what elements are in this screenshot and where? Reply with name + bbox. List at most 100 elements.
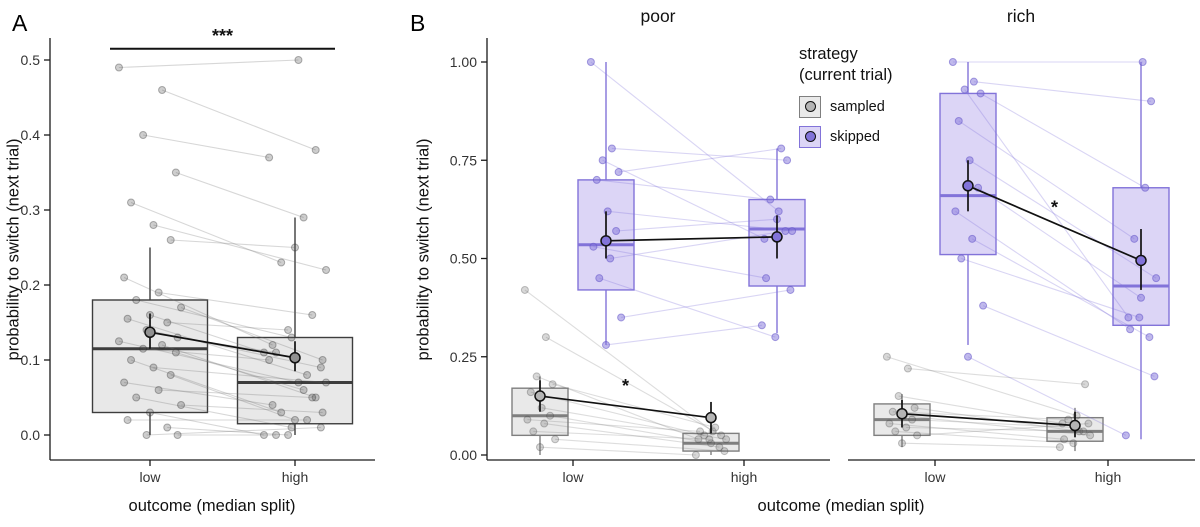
mean-point-skipped [962,180,974,192]
mean-point-all [144,326,156,338]
subject-point [520,285,529,294]
subject-point [259,431,268,439]
subject-line [605,324,762,346]
subject-line [552,383,716,429]
legend-key-skipped-icon [799,125,821,148]
subject-point [1137,293,1145,302]
subject-line [906,426,1084,432]
subject-point [903,364,912,373]
mean-point-sampled [534,390,546,402]
subject-point [617,313,626,322]
legend-item-skipped: skipped [799,125,893,148]
y-tick-label: 0.5 [21,52,41,68]
y-tick-label: 0.1 [21,352,41,368]
subject-point [1135,313,1144,322]
subject-line [127,318,308,376]
subject-point [1086,431,1095,440]
subject-line [180,306,323,361]
subject-point [969,77,978,86]
subject-line [170,374,296,421]
subject-line [143,134,270,159]
subject-point [287,423,296,432]
subject-point [691,451,700,459]
subject-line [153,224,327,271]
subject-point [123,314,132,323]
subject-point [1141,183,1150,192]
subject-line [158,291,313,316]
subject-point [284,326,293,334]
subject-point [299,386,308,394]
subject-point [154,288,163,297]
mean-point-skipped [1135,254,1147,267]
subject-point [265,356,274,364]
subject-line [536,375,699,440]
subject-line [977,187,1142,299]
subject-point [951,207,960,216]
subject-point [171,168,180,177]
subject-point [123,416,132,424]
subject-point [1064,415,1073,424]
subject-line [982,305,1155,377]
subject-point [960,85,969,94]
subject-point [114,63,123,72]
subject-point [277,258,286,267]
x-tick-label: low [562,469,584,485]
subject-line [621,289,791,318]
legend: strategy (current trial) sampled skipped [793,42,899,158]
subject-point [536,443,544,452]
subject-point [551,435,560,444]
subject-line [170,239,296,249]
subject-point [546,411,555,420]
subject-point [757,321,766,330]
subject-point [268,401,277,409]
mean-point-all [289,352,301,364]
subject-point [595,274,604,283]
subject-line [961,257,1140,318]
subject-line [917,423,1089,436]
subject-line [555,438,725,452]
subject-point [774,207,783,216]
subject-point [139,344,148,353]
mean-connector [539,395,712,419]
subject-point [1124,313,1133,322]
subject-point [265,153,274,162]
subject-line [964,89,1129,318]
subject-line [124,381,273,406]
subject-point [1055,443,1064,452]
subject-point [287,333,296,342]
subject-point [322,266,331,274]
subject-point [1079,427,1088,436]
subject-point [602,340,610,349]
subject-point [722,435,731,444]
subject-line [596,179,771,201]
subject-point [316,363,325,372]
subject-point [1152,274,1161,283]
subject-point [908,415,917,424]
y-axis-title-b: probability to switch (next trial) [414,138,433,361]
subject-point [303,371,312,379]
subject-line [616,218,778,232]
subject-point [541,333,550,342]
subject-point [614,168,623,177]
legend-label-skipped: skipped [830,128,880,145]
subject-line [118,340,299,384]
legend-title-line2: (current trial) [799,66,893,85]
subject-point [589,242,598,251]
subject-point [294,378,303,387]
subject-line [136,299,292,339]
subject-line [971,238,1150,338]
subject-line [161,344,316,399]
subject-point [968,234,977,243]
subject-line [886,356,1077,417]
subject-point [540,419,549,428]
subject-point [308,393,317,402]
subject-point [771,333,780,342]
subject-point [529,427,538,436]
subject-point [132,393,141,402]
panel-b-label: B [410,10,426,36]
subject-point [607,144,616,153]
subject-point [318,408,327,417]
x-tick-label: high [282,469,308,485]
subject-point [1138,58,1147,66]
